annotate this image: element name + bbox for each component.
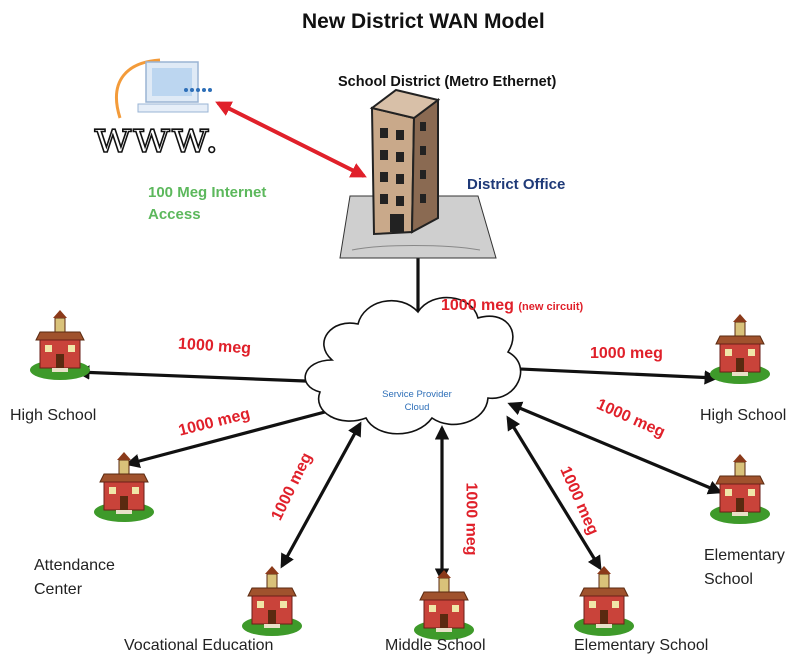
- cloud-label-line1: Service Provider: [382, 389, 452, 400]
- cloud-icon: [304, 296, 522, 435]
- site-label-elementary-bottom: Elementary School: [574, 637, 709, 654]
- internet-access-line1: 100 Meg Internet: [148, 184, 267, 201]
- site-label-high-school-left: High School: [10, 407, 97, 424]
- office-link-bandwidth: 1000 meg: [441, 297, 514, 314]
- link-arrow-high-school-right: [495, 361, 719, 385]
- schoolhouse-icon: [413, 569, 475, 641]
- schoolhouse-icon: [241, 565, 303, 637]
- elementary-right-line1: Elementary: [704, 547, 785, 564]
- elementary-right-line2: School: [704, 571, 753, 588]
- office-building-icon: [339, 88, 497, 259]
- link-label: 1000 meg: [590, 345, 663, 362]
- diagram-subtitle: School District (Metro Ethernet): [338, 74, 557, 90]
- internet-link-arrow: [215, 101, 367, 178]
- attendance-line1: Attendance: [34, 557, 115, 574]
- internet-access-label: 100 Meg Internet Access: [148, 182, 266, 226]
- site-label-elementary-right: Elementary School: [704, 544, 785, 592]
- schoolhouse-icon: [29, 309, 91, 381]
- link-arrow-high-school-left: [75, 365, 333, 389]
- schoolhouse-icon: [573, 565, 635, 637]
- schoolhouse-icon: [709, 313, 771, 385]
- link-arrow-attendance: [125, 403, 343, 469]
- link-arrow-elementary: [506, 415, 602, 571]
- attendance-line2: Center: [34, 581, 83, 598]
- site-label-attendance-center: Attendance Center: [34, 554, 115, 602]
- schoolhouse-icon: [93, 451, 155, 523]
- link-arrow-vocational: [280, 421, 362, 569]
- www-label: www.: [93, 111, 220, 164]
- site-label-high-school-right: High School: [700, 407, 787, 424]
- internet-access-line2: Access: [148, 206, 201, 223]
- site-label-vocational: Vocational Education: [124, 637, 274, 654]
- site-label-middle: Middle School: [385, 637, 486, 654]
- office-link-label: 1000 meg (new circuit): [441, 297, 583, 315]
- computer-icon: [114, 58, 212, 119]
- office-link-note: (new circuit): [518, 301, 584, 313]
- schoolhouse-icon: [709, 453, 771, 525]
- link-label: 1000 meg: [462, 482, 480, 556]
- cloud-label: Service Provider Cloud: [372, 388, 462, 414]
- cloud-label-line2: Cloud: [404, 402, 430, 413]
- district-office-label: District Office: [467, 176, 566, 193]
- diagram-title: New District WAN Model: [302, 10, 545, 33]
